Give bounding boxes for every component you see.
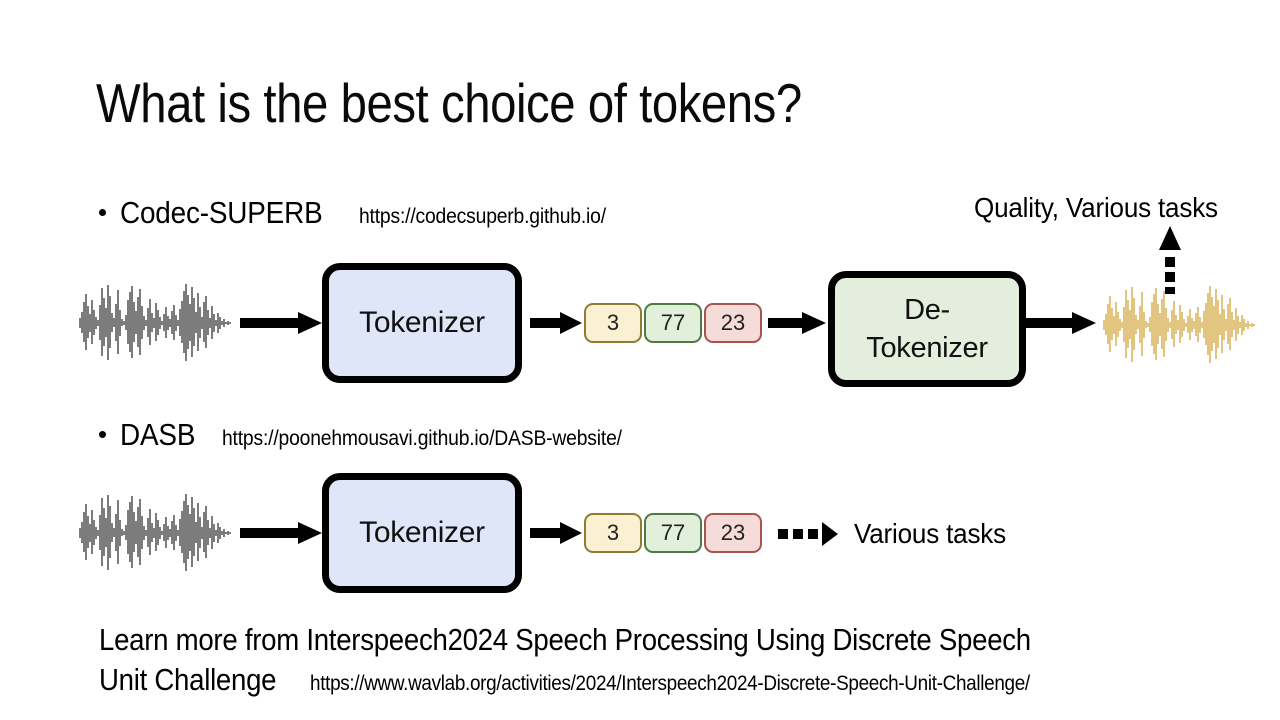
- detokenizer-box-label-line2: Tokenizer: [866, 332, 988, 364]
- arrow-dotted-up-to-quality: [1156, 226, 1184, 294]
- bullet-url-codec-superb[interactable]: https://codecsuperb.github.io/: [359, 205, 606, 228]
- tokenizer-box[interactable]: Tokenizer: [322, 473, 522, 593]
- bullet-item-dasb: DASB https://poonehmousavi.github.io/DAS…: [99, 418, 656, 452]
- detokenizer-box[interactable]: De- Tokenizer: [828, 271, 1026, 387]
- token-strip: 3 77 23: [584, 303, 762, 343]
- arrow-tokenizer-to-tokens: [530, 522, 582, 544]
- quality-various-tasks-label: Quality, Various tasks: [974, 192, 1218, 223]
- arrow-tokenizer-to-tokens: [530, 312, 582, 334]
- token-strip: 3 77 23: [584, 513, 762, 553]
- arrow-detokenizer-to-output: [1026, 312, 1096, 334]
- footer-line-2: Unit Challenge: [99, 662, 277, 697]
- tokenizer-box-label: Tokenizer: [359, 306, 485, 339]
- arrow-tokens-to-detokenizer: [768, 312, 826, 334]
- bullet-dot-icon: [99, 431, 106, 438]
- token-value: 77: [660, 310, 686, 335]
- token-value: 23: [720, 520, 746, 545]
- footer-line-2-row: Unit Challenge https://www.wavlab.org/ac…: [99, 660, 1249, 700]
- token-chip[interactable]: 3: [584, 513, 642, 553]
- bullet-item-codec-superb: Codec-SUPERB https://codecsuperb.github.…: [99, 196, 627, 230]
- token-chip[interactable]: 23: [704, 303, 762, 343]
- token-chip[interactable]: 23: [704, 513, 762, 553]
- token-chip[interactable]: 77: [644, 303, 702, 343]
- bullet-label-dasb: DASB: [120, 417, 196, 452]
- audio-waveform-icon: [76, 280, 236, 366]
- tokenizer-box[interactable]: Tokenizer: [322, 263, 522, 383]
- output-audio-waveform-icon: [1100, 282, 1260, 368]
- token-chip[interactable]: 3: [584, 303, 642, 343]
- arrow-input-to-tokenizer: [240, 312, 322, 334]
- token-value: 3: [606, 520, 620, 545]
- page-title: What is the best choice of tokens?: [96, 72, 802, 134]
- arrow-dotted-right-to-tasks: [778, 522, 838, 546]
- audio-waveform-icon: [76, 490, 236, 576]
- bullet-label-codec-superb: Codec-SUPERB: [120, 195, 323, 230]
- tokenizer-box-label: Tokenizer: [359, 516, 485, 549]
- bullet-dot-icon: [99, 209, 106, 216]
- bullet-url-dasb[interactable]: https://poonehmousavi.github.io/DASB-web…: [221, 427, 622, 450]
- token-value: 77: [660, 520, 686, 545]
- token-value: 23: [720, 310, 746, 335]
- footer-line-1: Learn more from Interspeech2024 Speech P…: [99, 622, 1031, 657]
- detokenizer-box-label-line1: De-: [904, 294, 950, 326]
- token-chip[interactable]: 77: [644, 513, 702, 553]
- token-value: 3: [606, 310, 620, 335]
- arrow-input-to-tokenizer: [240, 522, 322, 544]
- footer-note: Learn more from Interspeech2024 Speech P…: [99, 620, 1249, 700]
- footer-url[interactable]: https://www.wavlab.org/activities/2024/I…: [310, 672, 1031, 695]
- various-tasks-label: Various tasks: [854, 518, 1006, 549]
